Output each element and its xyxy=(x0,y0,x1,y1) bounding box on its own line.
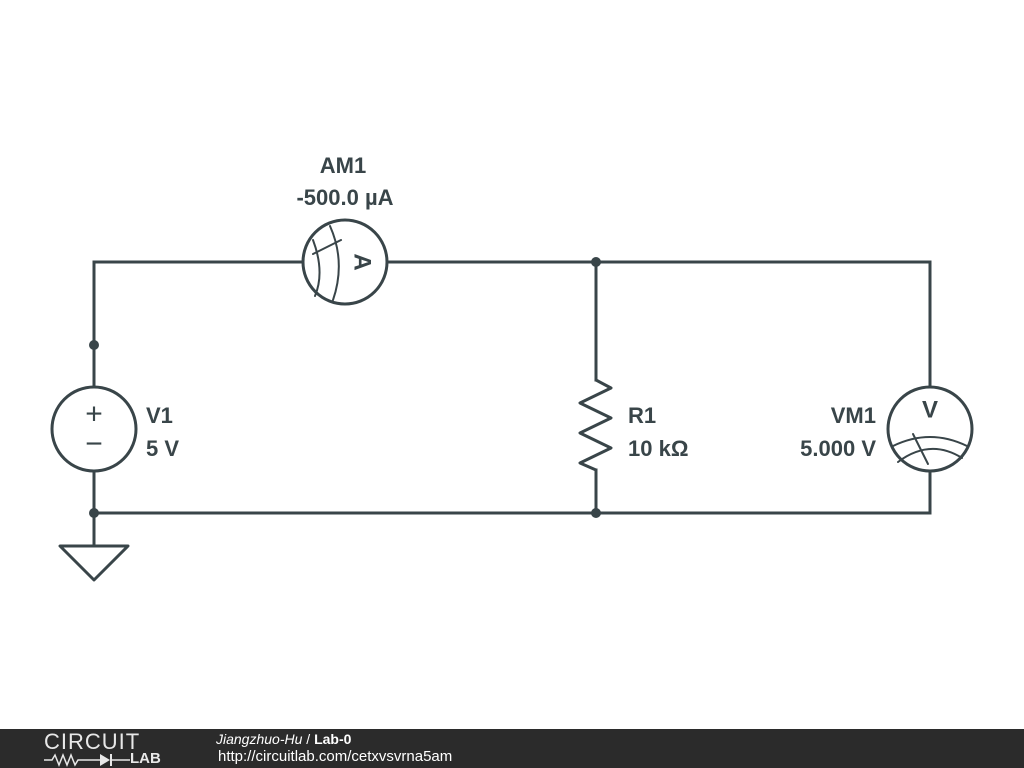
circuit-url-link[interactable]: http://circuitlab.com/cetxvsvrna5am xyxy=(218,748,453,765)
junction-node xyxy=(591,257,601,267)
circuit-schematic: A AM1 -500.0 µA + − V1 5 V R1 10 kΩ xyxy=(50,153,974,582)
circuitlab-logo-icon[interactable]: CIRCUIT LAB xyxy=(44,729,174,768)
credits-separator: / xyxy=(302,731,315,747)
voltmeter-reading-label: 5.000 V xyxy=(800,436,876,461)
junction-node xyxy=(89,340,99,350)
resistor-icon xyxy=(578,378,613,472)
resistor-name-label: R1 xyxy=(628,403,656,428)
junction-node xyxy=(89,508,99,518)
ground-icon xyxy=(58,544,130,582)
junction-nodes xyxy=(89,257,601,518)
ammeter-reading-label: -500.0 µA xyxy=(296,185,393,210)
ammeter-icon: A xyxy=(301,218,389,306)
source-minus-sign: − xyxy=(85,428,103,461)
project-title[interactable]: Lab-0 xyxy=(314,731,352,747)
voltage-source-icon: + − xyxy=(50,385,138,473)
wires xyxy=(92,260,932,547)
ammeter-name-label: AM1 xyxy=(320,153,366,178)
ammeter-am1[interactable]: A AM1 -500.0 µA xyxy=(296,153,394,306)
footer-credits: Jiangzhuo-Hu / Lab-0 http://circuitlab.c… xyxy=(216,731,452,765)
footer-bar: CIRCUIT LAB Jiangzhuo-Hu / Lab-0 http://… xyxy=(0,729,1024,768)
logo-text-lab: LAB xyxy=(130,750,161,767)
voltage-source-v1[interactable]: + − V1 5 V xyxy=(50,385,179,473)
voltmeter-name-label: VM1 xyxy=(831,403,876,428)
junction-node xyxy=(591,508,601,518)
logo-text-circuit: CIRCUIT xyxy=(44,729,141,754)
source-plus-sign: + xyxy=(85,398,103,431)
resistor-r1[interactable]: R1 10 kΩ xyxy=(578,378,688,472)
source-value-label: 5 V xyxy=(146,436,179,461)
resistor-value-label: 10 kΩ xyxy=(628,436,688,461)
source-name-label: V1 xyxy=(146,403,173,428)
voltmeter-symbol: V xyxy=(922,397,938,424)
logo-resistor-diode-icon xyxy=(44,753,130,767)
ammeter-symbol: A xyxy=(349,253,376,270)
voltmeter-vm1[interactable]: V VM1 5.000 V xyxy=(800,385,974,473)
voltmeter-icon: V xyxy=(886,385,974,473)
author-link[interactable]: Jiangzhuo-Hu xyxy=(216,731,303,747)
